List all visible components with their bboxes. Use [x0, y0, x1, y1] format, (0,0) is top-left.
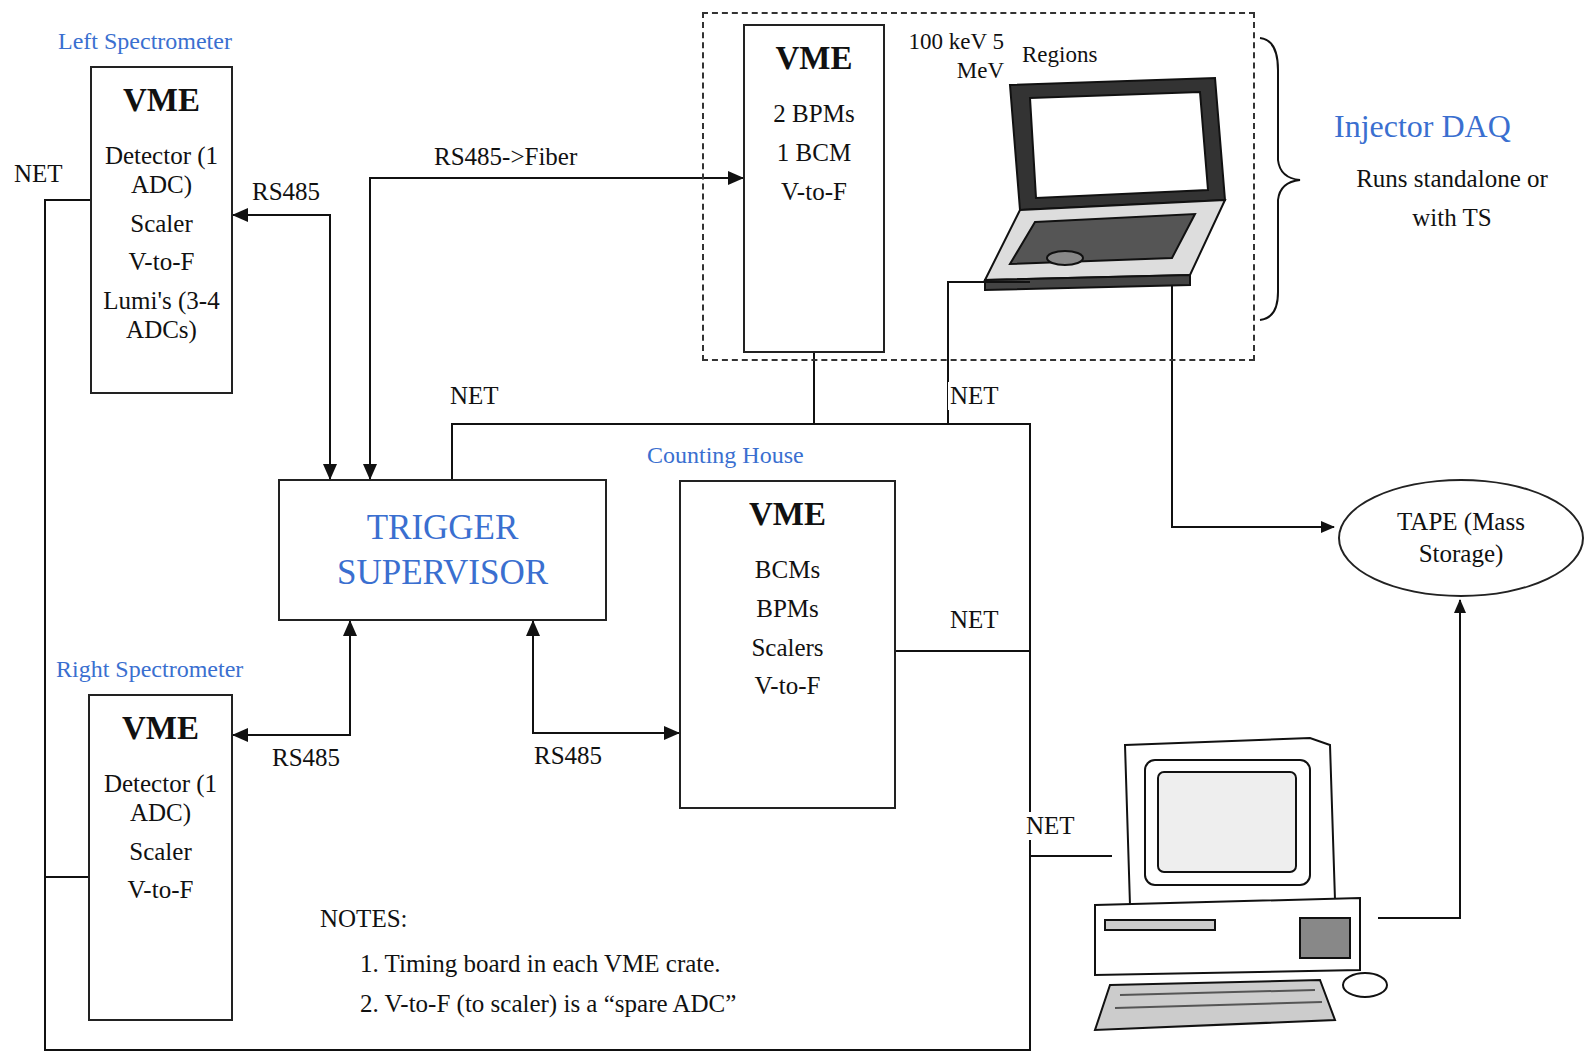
item-text: V-to-F — [128, 876, 194, 905]
network-label: NET — [12, 160, 65, 188]
network-label: NET — [948, 606, 1001, 634]
item-text: 1 BCM — [777, 139, 851, 168]
box-heading: Right Spectrometer — [56, 656, 243, 683]
vme-crate-box: Counting HouseVMEBCMsBPMsScalersV-to-F — [679, 480, 896, 809]
link-label: RS485->Fiber — [432, 143, 579, 171]
item-text: 2 BPMs — [773, 100, 854, 129]
storage-label: TAPE (Mass Storage) — [1361, 506, 1561, 571]
supervisor-title: TRIGGER SUPERVISOR — [286, 505, 599, 596]
item-text: BCMs — [755, 556, 820, 585]
item-text: Detector (1 ADC) — [96, 770, 225, 828]
item-text: Lumi's (3-4 ADCs) — [98, 287, 225, 345]
link-label: RS485 — [250, 178, 322, 206]
dashed-region: 100 keV 5 MeV Regions VME 2 BPMs 1 BCM V-to-F — [702, 12, 1255, 361]
vme-crate-box: Left SpectrometerVMEDetector (1 ADC)Scal… — [90, 66, 233, 394]
crate-title: VME — [122, 710, 199, 747]
vme-crate-box: VME 2 BPMs 1 BCM V-to-F — [743, 24, 885, 353]
crate-title: VME — [749, 496, 826, 533]
item-text: BPMs — [756, 595, 819, 624]
link-label: RS485 — [270, 744, 342, 772]
group-brace — [1260, 38, 1300, 320]
network-label: NET — [1024, 812, 1077, 840]
box-heading: Left Spectrometer — [58, 28, 232, 55]
crate-title: VME — [776, 40, 853, 77]
note-text: NOTES: — [318, 905, 410, 933]
region-label: 100 keV 5 MeV — [900, 28, 1004, 86]
serial-link — [370, 178, 743, 479]
link-label: RS485 — [532, 742, 604, 770]
item-text: Scaler — [130, 210, 192, 239]
box-heading: Counting House — [647, 442, 804, 469]
vme-crate-box: Right SpectrometerVMEDetector (1 ADC)Sca… — [88, 694, 233, 1021]
item-text: Detector (1 ADC) — [98, 142, 225, 200]
crate-title: VME — [123, 82, 200, 119]
serial-link — [533, 621, 679, 733]
group-title: Injector DAQ — [1332, 108, 1513, 145]
network-label: NET — [448, 382, 501, 410]
item-text: Scaler — [129, 838, 191, 867]
network-label: NET — [948, 382, 1001, 410]
item-text: V-to-F — [781, 178, 847, 207]
workstation-icon — [1095, 738, 1387, 1030]
vme-crate-box: TRIGGER SUPERVISOR — [278, 479, 607, 621]
note-text: 2. V-to-F (to scaler) is a “spare ADC” — [358, 990, 738, 1018]
region-label: Regions — [1022, 42, 1097, 68]
serial-link — [233, 621, 350, 735]
group-note: Runs standalone or with TS — [1330, 160, 1574, 238]
note-text: 1. Timing board in each VME crate. — [358, 950, 723, 978]
serial-link — [233, 215, 330, 479]
laptop-icon — [985, 78, 1225, 290]
item-text: V-to-F — [755, 672, 821, 701]
net-wire — [948, 282, 1460, 918]
item-text: Scalers — [751, 634, 823, 663]
storage-ellipse: TAPE (Mass Storage) — [1338, 479, 1584, 597]
item-text: V-to-F — [129, 248, 195, 277]
